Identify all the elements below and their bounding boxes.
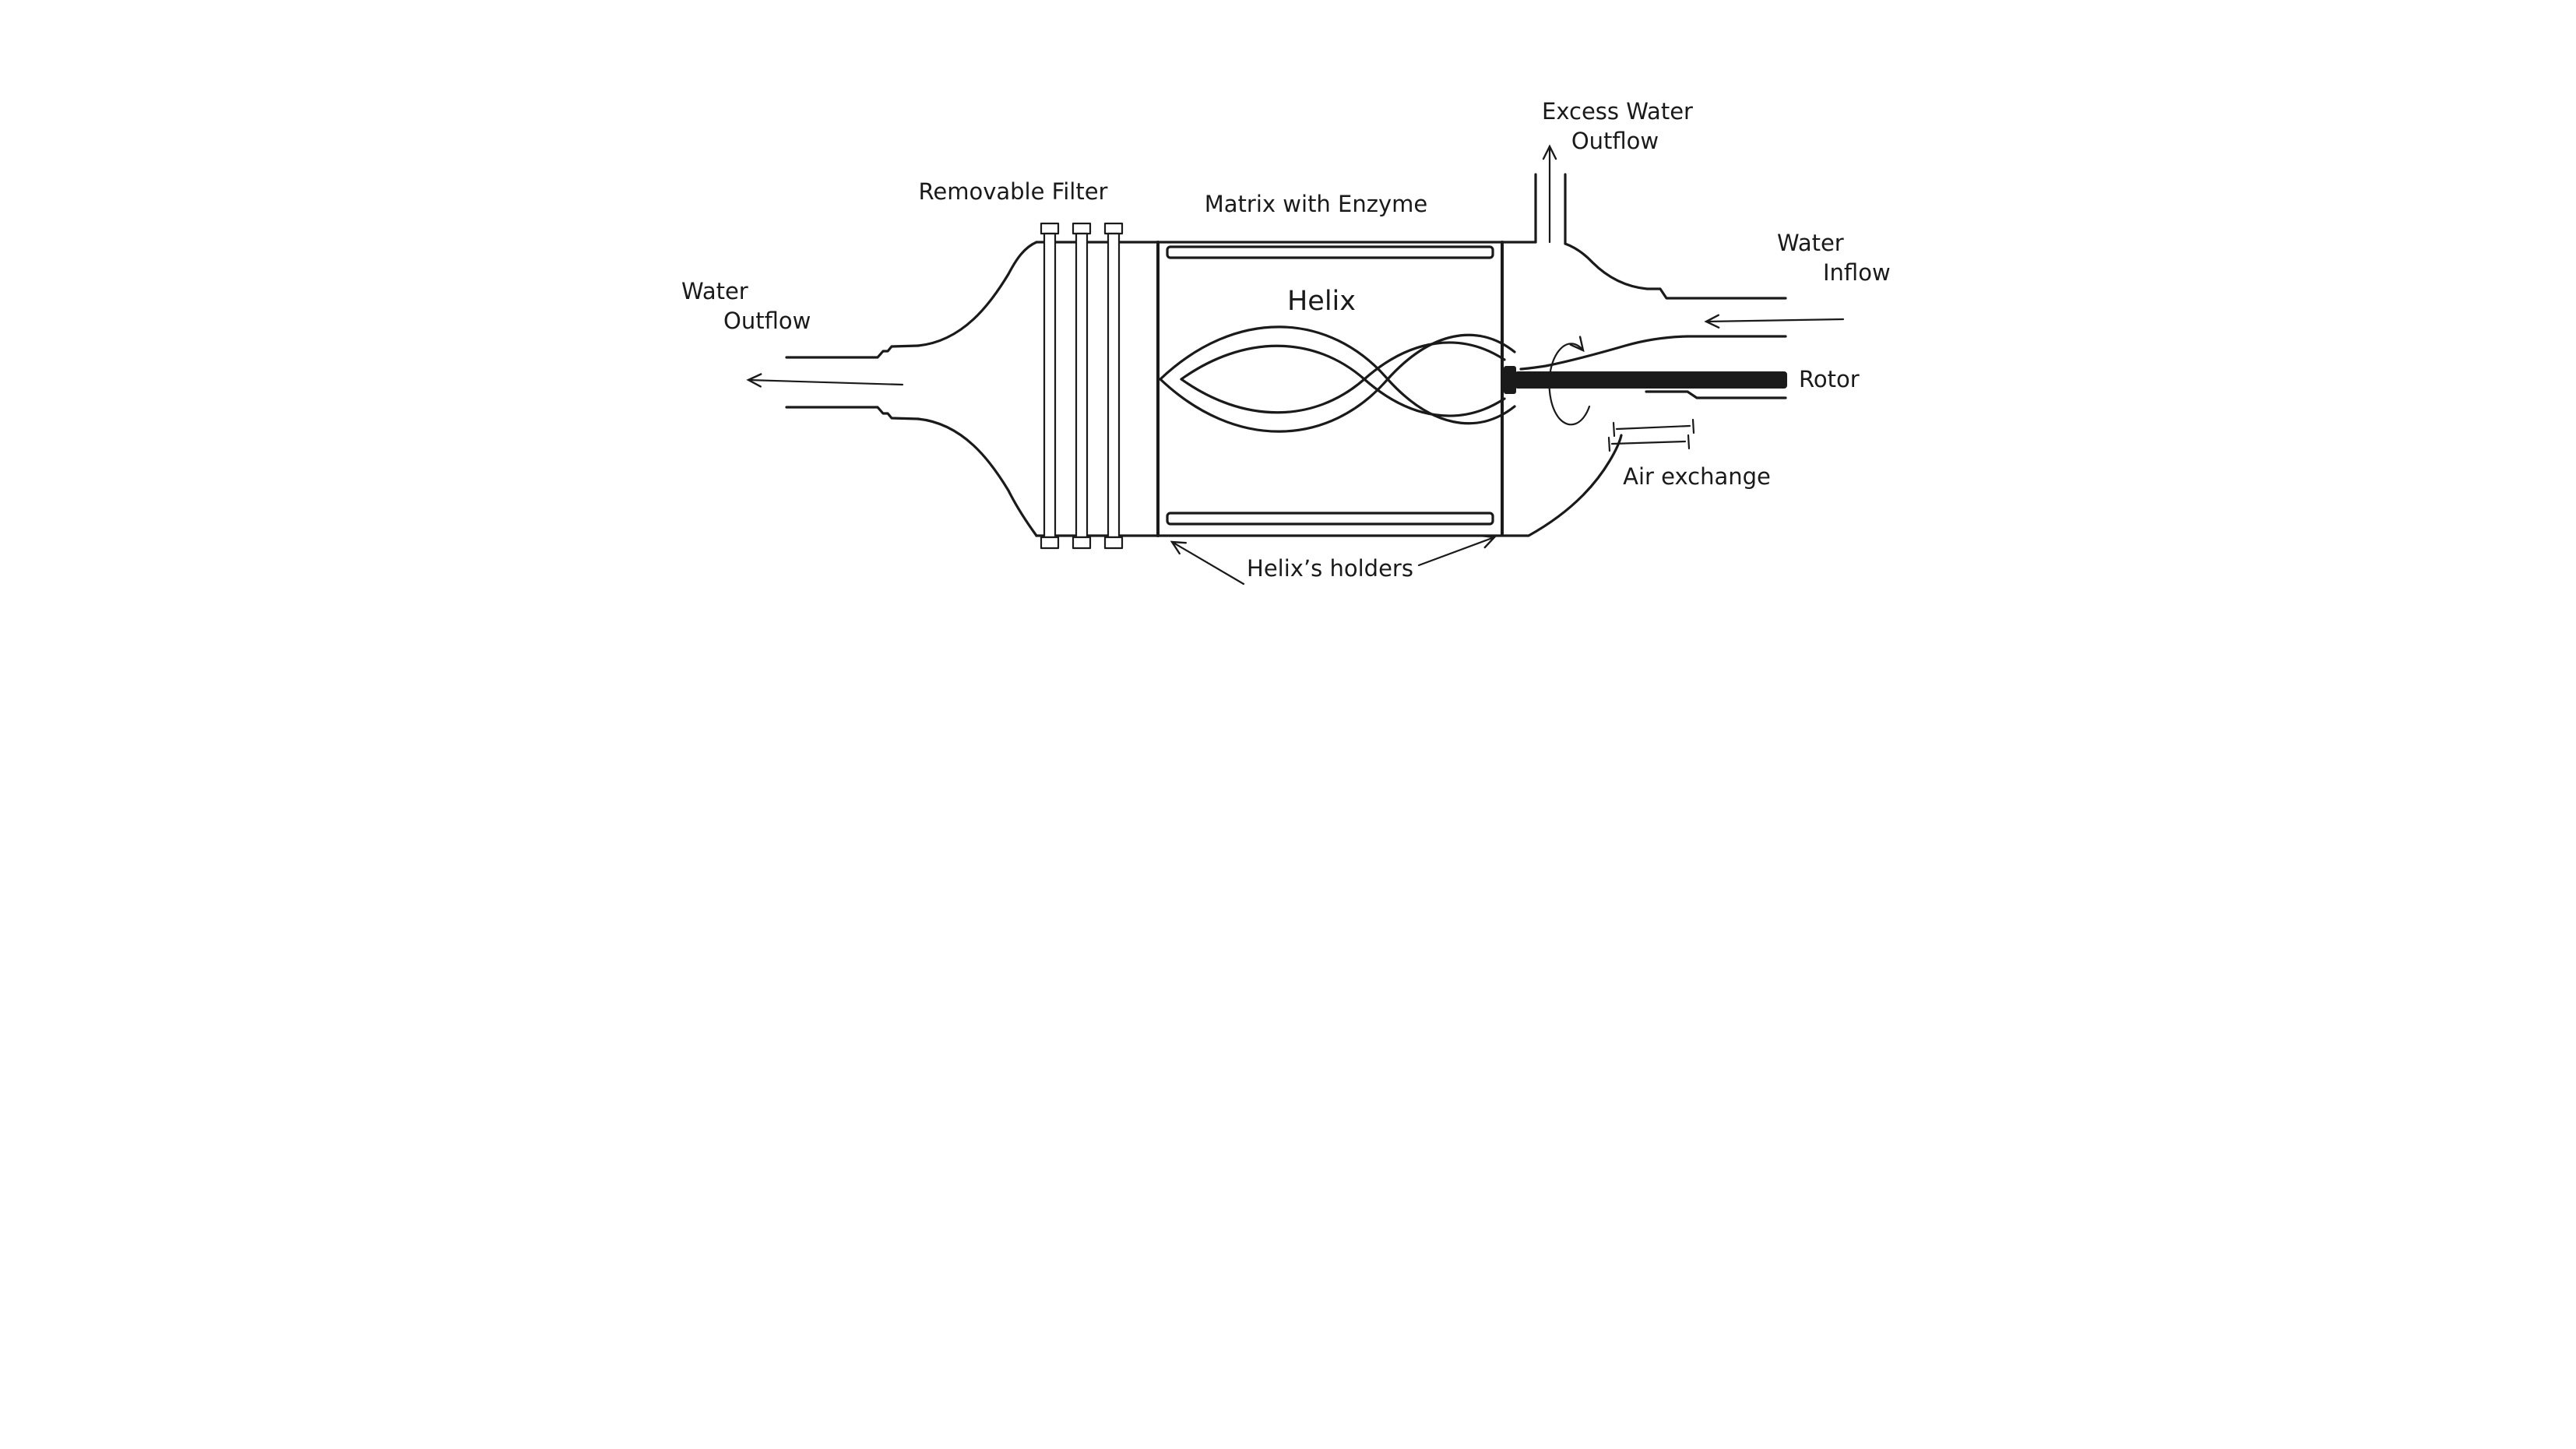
vessel-cone-bottom xyxy=(917,417,1038,537)
air-pipe-lower xyxy=(1610,440,1687,445)
vessel-bottom-edge xyxy=(1035,434,1623,537)
helix-holders-arrow-right xyxy=(1417,534,1497,567)
filter-bar-bottom-cap xyxy=(1040,536,1060,550)
filter-bar-body xyxy=(1075,232,1089,539)
helix-holders-arrow-left xyxy=(1170,540,1245,586)
helix-chamber xyxy=(1156,241,1504,537)
diagram-page: Water Outflow Removable Filter Matrix wi… xyxy=(644,0,1932,724)
matrix-plate-top xyxy=(1166,245,1494,259)
rotor-assembly xyxy=(1504,366,1787,394)
helix-curve-4 xyxy=(1180,341,1506,414)
vessel-right-top-outline xyxy=(1564,242,1787,300)
removable-filter-label: Removable Filter xyxy=(919,178,1108,205)
outflow-pipe xyxy=(785,344,920,420)
under-rotor-line xyxy=(1645,390,1787,399)
matrix-with-enzyme-label: Matrix with Enzyme xyxy=(1205,191,1427,217)
air-exchange-pipes xyxy=(1607,418,1695,452)
water-inflow-label-line1: Water xyxy=(1777,230,1844,256)
rotation-arrow xyxy=(1548,336,1591,426)
air-pipe-upper-right-cap xyxy=(1691,418,1695,434)
rotor-hub xyxy=(1504,366,1516,394)
filter-bar xyxy=(1040,222,1060,550)
helix-curve-2 xyxy=(1159,333,1516,433)
air-exchange-label: Air exchange xyxy=(1623,463,1771,490)
filter-bar-top-cap xyxy=(1040,222,1060,235)
filter-bar xyxy=(1072,222,1092,550)
vessel-cone-top xyxy=(917,241,1038,347)
water-outflow-label-line2: Outflow xyxy=(723,308,811,334)
filter-bar xyxy=(1103,222,1124,550)
helix-label: Helix xyxy=(1287,286,1356,317)
filter-bar-bottom-cap xyxy=(1072,536,1092,550)
helix-holders-label: Helix’s holders xyxy=(1247,555,1413,582)
filter-bar-body xyxy=(1107,232,1121,539)
water-inflow-label-line2: Inflow xyxy=(1823,259,1891,286)
inflow-pipe-bottom-line xyxy=(1519,335,1787,371)
air-pipe-lower-left-cap xyxy=(1607,436,1611,452)
rotor-label: Rotor xyxy=(1799,366,1860,392)
helix-holder-plate-bottom xyxy=(1166,512,1494,526)
filter-bar-top-cap xyxy=(1103,222,1124,235)
excess-water-label-line1: Excess Water xyxy=(1542,98,1693,125)
air-pipe-lower-right-cap xyxy=(1687,434,1691,450)
filter-bar-body xyxy=(1043,232,1057,539)
removable-filter-bars xyxy=(1040,222,1124,550)
excess-water-label-line2: Outflow xyxy=(1571,128,1659,154)
rotor-shaft xyxy=(1515,371,1787,389)
filter-bar-top-cap xyxy=(1072,222,1092,235)
excess-water-pipe xyxy=(1534,173,1567,245)
helix-screw xyxy=(1159,325,1516,433)
outflow-pipe-bottom-line xyxy=(785,406,920,420)
bioreactor-diagram: Water Outflow Removable Filter Matrix wi… xyxy=(644,0,1932,724)
water-outflow-arrow xyxy=(746,373,904,388)
water-outflow-label-line1: Water xyxy=(681,278,748,304)
water-inflow-arrow xyxy=(1704,314,1845,329)
air-pipe-upper xyxy=(1615,424,1691,431)
filter-bar-bottom-cap xyxy=(1103,536,1124,550)
outflow-pipe-top-line xyxy=(785,344,920,359)
labels: Water Outflow Removable Filter Matrix wi… xyxy=(681,98,1891,582)
helix-curve-1 xyxy=(1159,325,1516,425)
